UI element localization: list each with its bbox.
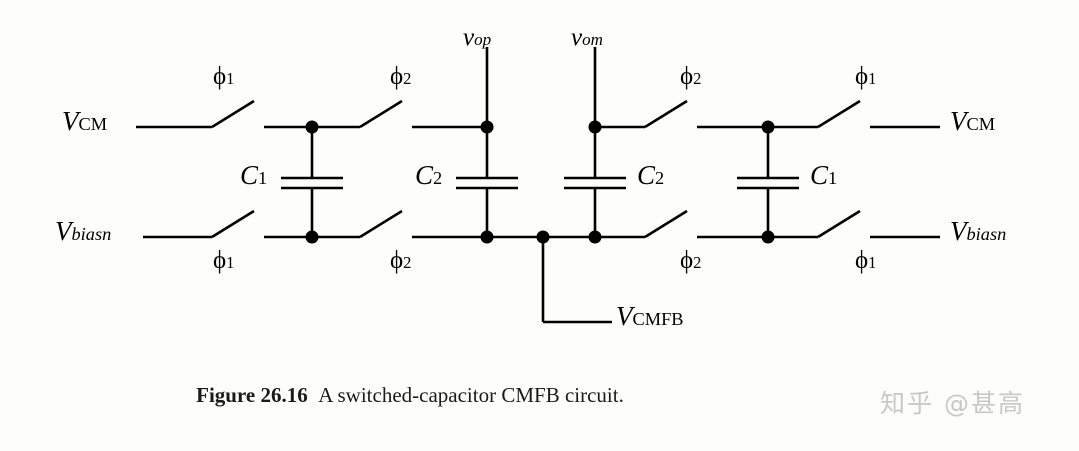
label-phi-top-4: ϕ1 [855, 63, 877, 90]
switch-blade-bot-4 [817, 209, 861, 239]
switch-blade-top-1 [211, 99, 255, 129]
label-phi-bot-3: ϕ2 [680, 247, 702, 274]
label-vcm-left: VCM [62, 106, 108, 136]
switch-blade-top-4 [817, 99, 861, 129]
label-vom: vom [571, 24, 603, 51]
label-phi-bot-2: ϕ2 [390, 247, 412, 274]
figure-number: Figure 26.16 [196, 383, 308, 407]
label-vcmfb: VCMFB [616, 301, 684, 331]
switch-blade-top-2 [359, 99, 403, 129]
switch-blade-bot-3 [644, 209, 688, 239]
watermark: 知乎 @甚高 [880, 389, 1025, 418]
switch-blade-top-3 [644, 99, 688, 129]
label-c1-left: C1 [240, 160, 268, 190]
label-vcm-right: VCM [950, 106, 996, 136]
label-phi-top-3: ϕ2 [680, 63, 702, 90]
label-c2-left: C2 [415, 160, 443, 190]
figure-caption: Figure 26.16 A switched-capacitor CMFB c… [0, 383, 820, 408]
label-phi-top-2: ϕ2 [390, 63, 412, 90]
label-c1-right: C1 [810, 160, 838, 190]
node-dot-c1-left-top [305, 120, 319, 134]
node-dot-vom [588, 120, 602, 134]
node-dot-c1-left-bottom [305, 230, 319, 244]
switch-blade-bot-2 [359, 209, 403, 239]
node-dot-vop [480, 120, 494, 134]
node-dot-c2-left-bottom [480, 230, 494, 244]
label-c2-right: C2 [637, 160, 665, 190]
figure-caption-text: A switched-capacitor CMFB circuit. [318, 383, 624, 407]
label-vop: vop [463, 24, 492, 51]
label-phi-bot-1: ϕ1 [213, 247, 235, 274]
label-phi-top-1: ϕ1 [213, 63, 235, 90]
switch-blade-bot-1 [211, 209, 255, 239]
label-vbiasn-left: Vbiasn [55, 216, 112, 246]
node-dot-cmfb-tap [536, 230, 550, 244]
label-vbiasn-right: Vbiasn [950, 216, 1007, 246]
node-dot-c2-right-bottom [588, 230, 602, 244]
node-dot-c1-right-top [761, 120, 775, 134]
label-phi-bot-4: ϕ1 [855, 247, 877, 274]
node-dot-c1-right-bottom [761, 230, 775, 244]
